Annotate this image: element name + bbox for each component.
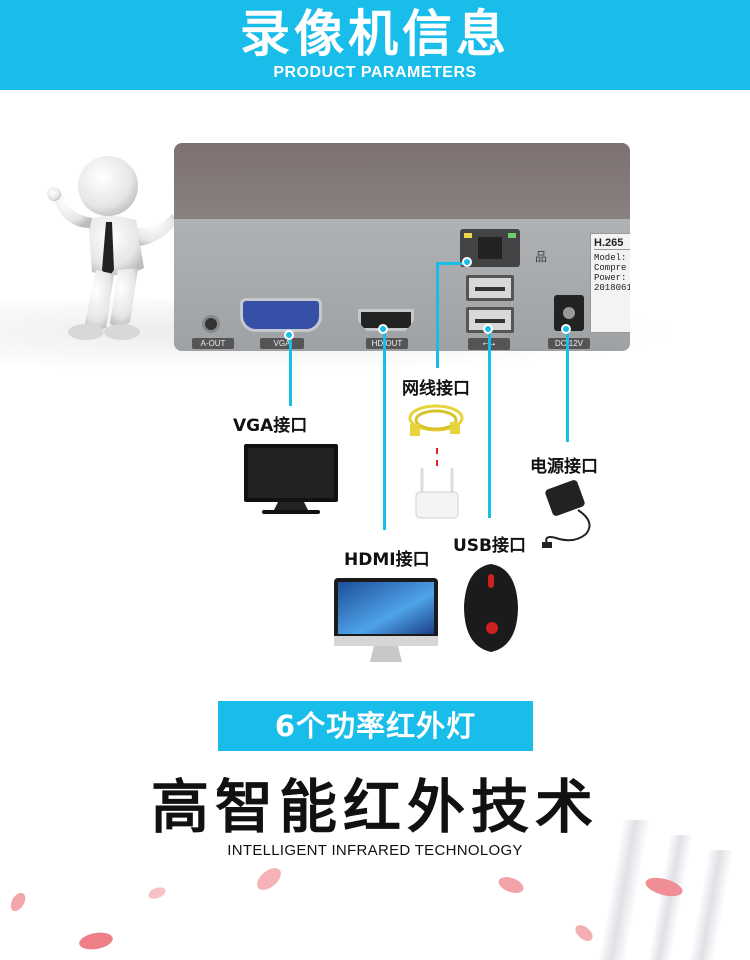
dc-port-label: DC 12V [548, 338, 590, 349]
page-subtitle: PRODUCT PARAMETERS [273, 64, 477, 81]
imac-computer-icon [334, 578, 438, 662]
sticker-line: Compre [594, 263, 627, 273]
petal-icon [645, 877, 683, 897]
petal-icon [575, 925, 593, 941]
vga-dot [284, 330, 294, 340]
sticker-line: 2018061 [594, 283, 630, 293]
sticker-line: Power: [594, 273, 627, 283]
power-port-label: 电源接口 [530, 457, 598, 477]
vga-connector-line [289, 336, 292, 406]
figure-man-icon [47, 156, 178, 340]
usb-connector-line [488, 330, 491, 518]
petal-icon [148, 887, 166, 899]
vga-port [240, 298, 322, 332]
router-icon [415, 468, 459, 519]
dashed-connector [436, 448, 438, 466]
feature-subtitle: INTELLIGENT INFRARED TECHNOLOGY [227, 842, 523, 859]
network-cable-icon [408, 404, 464, 436]
nvr-device: A-OUT VGA HD OUT ⭠⭢ DC 12V 品 H.265 Model… [174, 143, 630, 351]
monitor-icon [244, 444, 338, 514]
network-port-label: 网线接口 [402, 379, 470, 399]
page-title: 录像机信息 [240, 5, 510, 63]
network-connector-hline [436, 262, 466, 265]
a-out-label: A-OUT [192, 338, 234, 349]
feature-badge: 6个功率红外灯 [218, 701, 533, 751]
hdmi-port-text: HDMI接口 [344, 550, 430, 570]
petal-icon [10, 892, 26, 912]
sticker-title: H.265 [594, 237, 630, 250]
power-adapter-icon [542, 480, 591, 548]
usb-port-label: USB接口 [453, 536, 527, 556]
petal-icon [498, 877, 524, 893]
usb-dot [483, 324, 493, 334]
vga-port-label: VGA [260, 338, 304, 349]
mouse-icon [464, 564, 518, 652]
hdmi-dot [378, 324, 388, 334]
usb-port-1 [466, 275, 514, 301]
sticker-line: Model: [594, 253, 627, 263]
hdmi-connector-line [383, 330, 386, 530]
petal-icon [79, 932, 113, 950]
vga-port-text: VGA接口 [233, 416, 308, 436]
hdmi-port-label: HD OUT [366, 338, 408, 349]
power-connector-line [566, 330, 569, 442]
network-connector-line [436, 262, 439, 368]
power-dot [561, 324, 571, 334]
network-dot [462, 257, 472, 267]
header-banner: 录像机信息 PRODUCT PARAMETERS [0, 0, 750, 90]
audio-out-port [202, 315, 220, 333]
led-green [508, 233, 516, 238]
glass-decoration [690, 850, 734, 960]
petal-icon [257, 868, 281, 890]
device-sticker: H.265 Model: Compre Power: 2018061 [590, 233, 630, 333]
network-icon: 品 [535, 250, 548, 264]
led-yellow [464, 233, 472, 238]
ethernet-socket [478, 237, 502, 259]
feature-title: 高智能红外技术 [150, 773, 599, 841]
